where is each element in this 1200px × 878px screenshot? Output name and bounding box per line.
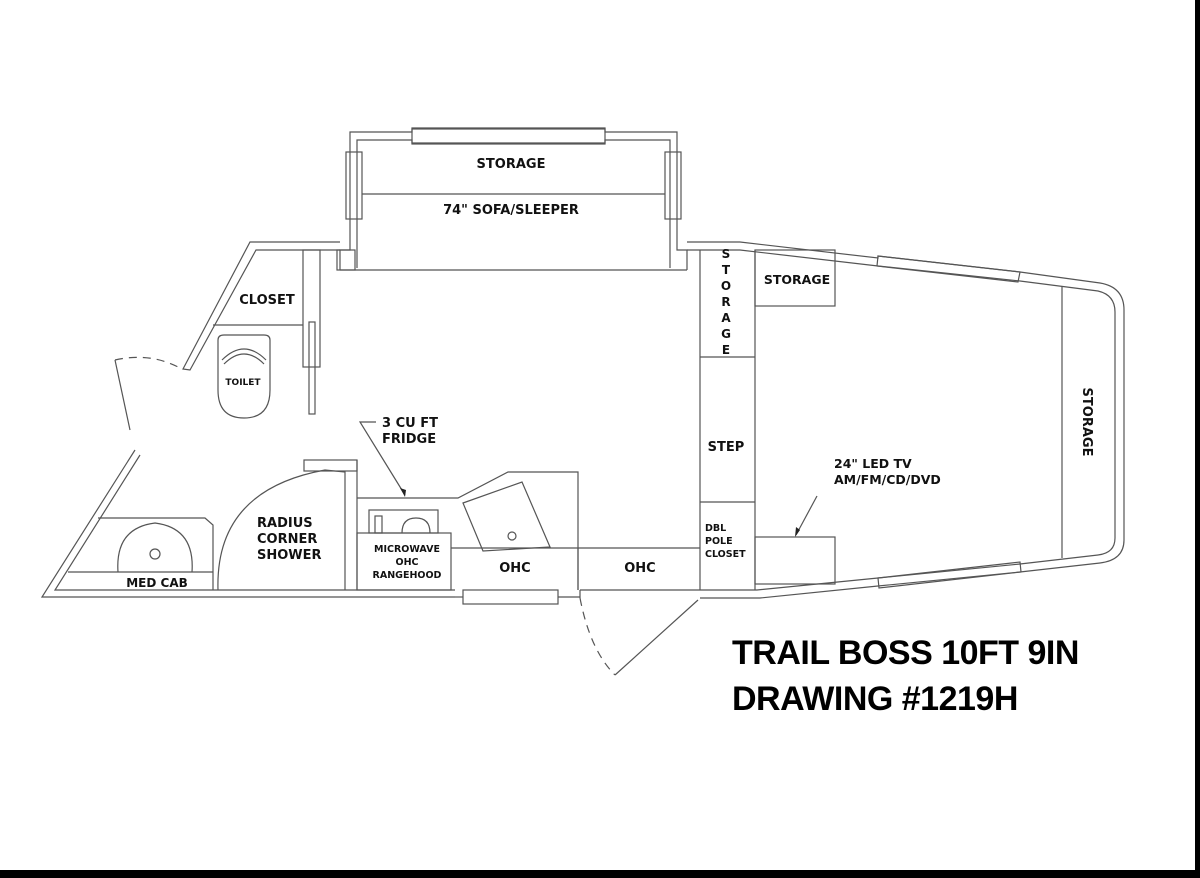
tv-label-line1: 24" LED TV: [834, 456, 912, 471]
ohc-label-2: OHC: [624, 561, 655, 576]
fridge-label-line2: FRIDGE: [382, 432, 436, 447]
center-column: [699, 249, 836, 590]
bathroom-door[interactable]: [114, 356, 181, 431]
trailer-shell: [40, 241, 1125, 605]
svg-text:S: S: [722, 247, 731, 261]
vertical-storage-label: S T O R A G E: [721, 247, 731, 357]
vanity: [68, 517, 214, 590]
closet-label: CLOSET: [239, 293, 295, 308]
sofa-sleeper-label: 74" SOFA/SLEEPER: [443, 203, 579, 218]
toilet-fixture: [217, 334, 271, 419]
step-label: STEP: [708, 440, 745, 455]
drawing-title-line1: TRAIL BOSS 10FT 9IN: [732, 634, 1079, 672]
svg-text:T: T: [722, 263, 731, 277]
drawing-title-line2: DRAWING #1219H: [732, 680, 1018, 718]
svg-text:O: O: [721, 279, 731, 293]
shower-label-line2: CORNER: [257, 532, 317, 547]
fridge-label-line1: 3 CU FT: [382, 416, 438, 431]
microwave-label-line1: MICROWAVE: [374, 544, 440, 555]
fridge-callout-arrow: [358, 421, 406, 497]
svg-text:E: E: [722, 343, 730, 357]
med-cab-label: MED CAB: [126, 576, 188, 590]
microwave-label-line3: RANGEHOOD: [373, 570, 442, 581]
shower-label-line1: RADIUS: [257, 516, 313, 531]
closet: [213, 249, 356, 415]
slide-storage-label: STORAGE: [477, 157, 546, 172]
dbl-pole-label-line1: DBL: [705, 523, 726, 534]
dbl-pole-label-line2: POLE: [705, 536, 733, 547]
shower-label-line3: SHOWER: [257, 548, 322, 563]
entry-door[interactable]: [579, 597, 699, 676]
small-storage-label: STORAGE: [764, 272, 830, 287]
svg-text:A: A: [721, 311, 731, 325]
svg-text:R: R: [721, 295, 730, 309]
kitchen: [356, 471, 700, 591]
nose-storage-label: STORAGE: [1079, 388, 1094, 457]
tv-callout-arrow: [795, 495, 818, 537]
ohc-label-1: OHC: [499, 561, 530, 576]
toilet-label: TOILET: [225, 378, 261, 388]
dbl-pole-label-line3: CLOSET: [705, 549, 746, 560]
microwave-label-line2: OHC: [396, 557, 419, 568]
slideout: [339, 127, 688, 271]
tv-label-line2: AM/FM/CD/DVD: [834, 472, 941, 487]
svg-text:G: G: [721, 327, 731, 341]
